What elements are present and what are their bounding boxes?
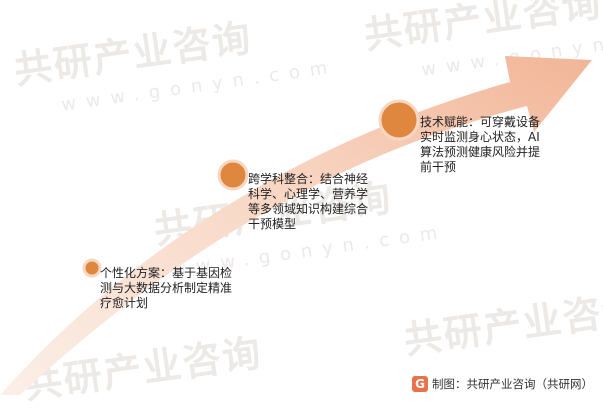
arrow-body [0,56,592,395]
stage-label-1: 个性化方案：基于基因检测与大数据分析制定精准疗愈计划 [100,266,233,310]
stage-label-2: 跨学科整合：结合神经科学、心理学、营养学等多领域知识构建综合干预模型 [248,172,369,231]
brand-logo-icon: G [412,376,428,392]
stage-node-2 [217,159,249,191]
chart-credit-text: 制图：共研产业咨询（共研网） [432,377,593,391]
stage-node-3 [378,99,420,141]
stage-label-3: 技术赋能：可穿戴设备实时监测身心状态，AI算法预测健康风险并提前干预 [420,115,541,174]
growth-arrow [0,56,592,395]
stage-node-1 [82,258,102,278]
chart-credit: G 制图：共研产业咨询（共研网） [412,376,593,392]
